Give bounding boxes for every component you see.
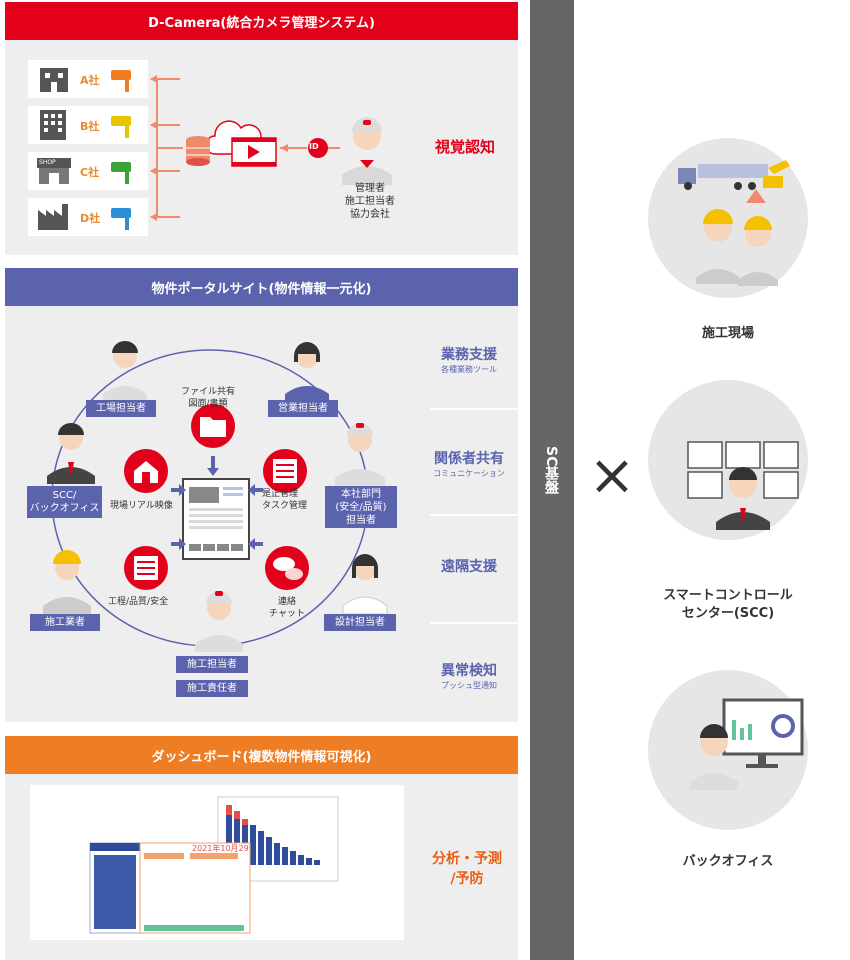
designer-avatar [342,554,388,615]
dashboard-title: ダッシュボード(複数物件情報可視化) [151,749,372,765]
sales-staff-avatar [285,342,329,402]
feature-anomaly: 異常検知 プッシュ型通知 [422,660,516,691]
dcamera-roles: 管理者 施工担当者 協力会社 [345,183,395,220]
dcamera-connectors [150,75,340,221]
worker-man-avatar [696,209,740,284]
company-label-b: B社 [80,120,100,133]
realtime-video-label: 現場リアル映像 [110,501,173,511]
task-management-label: 是正管理 タスク管理 [262,489,308,511]
company-label-c: C社 [80,166,100,179]
bar-chart-screen [217,796,339,882]
scc-illustration [687,441,799,530]
company-row-a [28,60,148,98]
sc-platform-bar [530,0,574,960]
role-sales: 営業担当者 [268,400,338,417]
company-label-a: A社 [80,74,100,87]
portal-document [182,478,250,560]
monitor-icon [722,698,804,768]
site-manager-avatar [195,591,243,652]
dashboard-header: ダッシュボード(複数物件情報可視化) [5,736,518,774]
cross-mark: × [588,443,636,508]
role-factory: 工場担当者 [86,400,156,417]
camera-icon [111,116,131,126]
role-site-manager: 施工担当者 [176,656,248,673]
portal-title: 物件ポータルサイト(物件情報一元化) [151,281,372,297]
company-row-d [28,198,148,236]
role-design: 設計担当者 [324,614,396,631]
office-illustration [690,698,804,790]
feature-sharing: 関係者共有 コミュニケーション [422,448,516,479]
dcamera-diagram [28,60,392,236]
hq-staff-avatar [335,423,385,486]
truck-icon [678,164,768,190]
camera-icon [111,208,131,218]
dashboard-feature: 分析・予測 /予防 [432,851,502,887]
feature-sub: コミュニケーション [433,469,505,478]
site-label: 施工現場 [701,326,754,341]
feature-sub: プッシュ型通知 [441,681,497,690]
factory-staff-avatar [103,341,147,402]
worker-woman-avatar [738,216,778,286]
report-screen [139,842,251,934]
excavator-icon [746,160,790,203]
function-arrows [171,456,263,550]
role-hq: 本社部門 (安全/品質) 担当者 [325,486,397,528]
camera-icon [111,70,131,80]
company-row-c [28,152,148,190]
id-badge-text: ID [309,142,319,151]
report-date: 2021年10月29 [192,844,249,853]
operator-avatar [716,467,770,530]
site-illustration [678,160,790,286]
feature-title: 業務支援 [441,347,497,363]
portal-diagram [43,341,518,652]
company-label-d: D社 [80,212,101,225]
contractor-avatar [43,550,91,614]
shop-icon [37,158,71,168]
manager-avatar [342,117,392,185]
portal-header: 物件ポータルサイト(物件情報一元化) [5,268,518,306]
table-screen [89,842,141,934]
feature-title: 異常検知 [441,663,497,679]
feature-title: 遠隔支援 [441,559,497,575]
feature-remote-support: 遠隔支援 [422,556,516,576]
scc-staff-avatar [47,423,95,484]
dcamera-header: D-Camera(統合カメラ管理システム) [5,2,518,40]
shop-sign: SHOP [39,159,56,166]
video-player-icon [231,137,277,167]
sc-platform-label: SC基盤 [543,446,559,495]
role-scc: SCC/ バックオフィス [27,486,102,518]
monitor-wall-icon [687,441,799,499]
id-badge-icon [308,138,328,158]
role-worker: 施工業者 [30,614,100,631]
file-share-label: ファイル共有 図面/書類 [180,387,235,409]
dashboard-screens [89,796,339,934]
feature-title: 関係者共有 [434,451,504,467]
dcamera-feature: 視覚認知 [434,138,495,156]
feature-sub: 各種業務ツール [441,365,497,374]
company-row-b [28,106,148,144]
factory-icon [38,204,68,230]
office-staff-avatar [690,724,738,790]
chat-label: 連絡 チャット [269,597,305,619]
dcamera-title: D-Camera(統合カメラ管理システム) [148,15,375,31]
feature-business-support: 業務支援 各種業務ツール [422,344,516,375]
process-quality-label: 工程/品質/安全 [108,597,169,607]
camera-icon [111,162,131,172]
role-site-chief: 施工責任者 [176,680,248,697]
office-label: バックオフィス [682,854,774,869]
scc-label: スマートコントロール センター(SCC) [663,588,793,621]
